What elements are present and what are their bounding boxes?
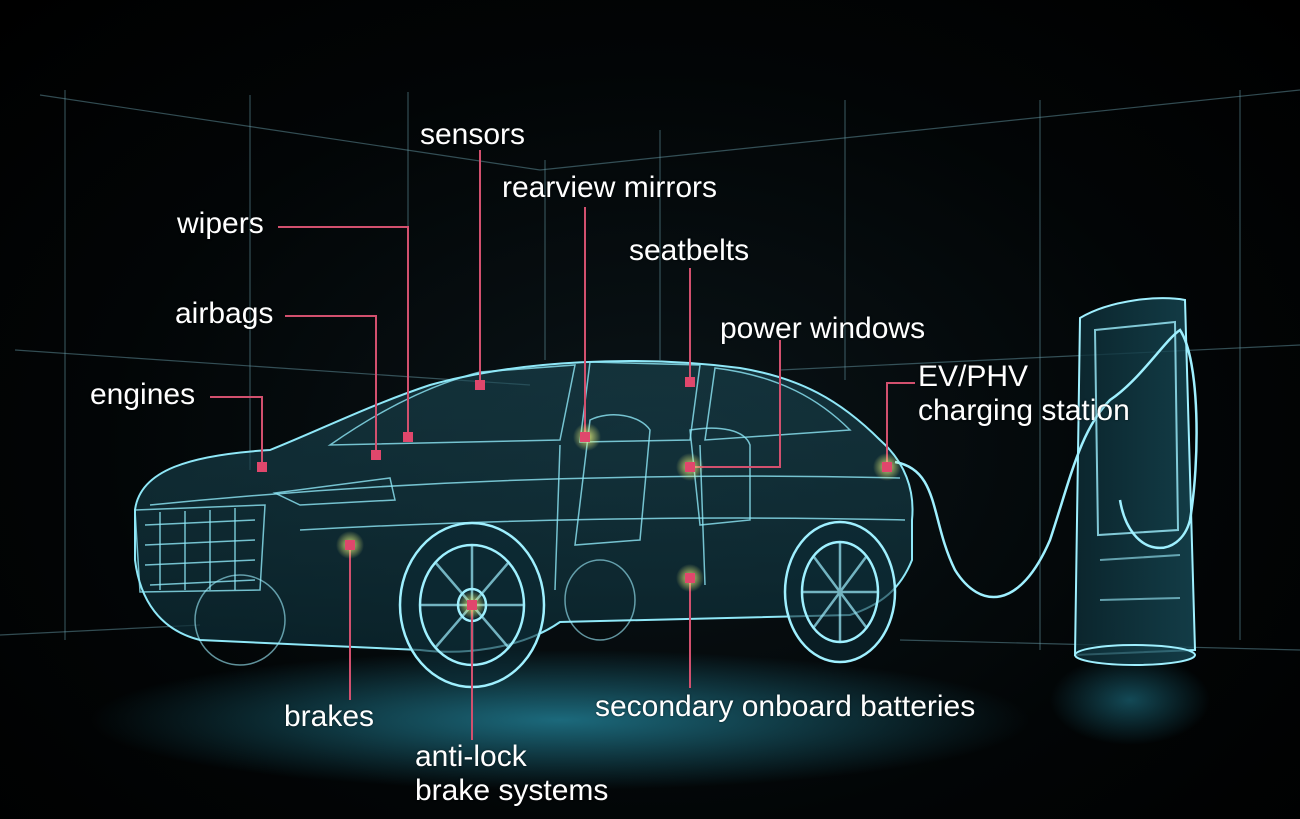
label-brakes: brakes bbox=[284, 700, 375, 733]
label-sensors: sensors bbox=[420, 118, 526, 151]
far-wheels bbox=[194, 559, 636, 666]
label-rearview-mirrors: rearview mirrors bbox=[502, 171, 718, 204]
label-ev-phv-line1: EV/PHV bbox=[918, 360, 1029, 393]
label-secondary-onboard-batteries: secondary onboard batteries bbox=[595, 690, 976, 723]
charging-station bbox=[1073, 297, 1197, 666]
label-abs-line2: brake systems bbox=[415, 774, 609, 807]
label-anti-lock-brake-systems: anti-lock brake systems bbox=[415, 740, 608, 808]
label-power-windows: power windows bbox=[720, 312, 926, 345]
label-abs-line1: anti-lock bbox=[415, 740, 527, 773]
car-details bbox=[134, 361, 906, 593]
label-wipers: wipers bbox=[177, 207, 264, 240]
marker-points bbox=[257, 377, 892, 610]
label-ev-phv-line2: charging station bbox=[918, 394, 1130, 427]
rear-wheel bbox=[783, 520, 897, 664]
label-engines: engines bbox=[90, 378, 196, 411]
label-airbags: airbags bbox=[175, 297, 274, 330]
label-seatbelts: seatbelts bbox=[629, 234, 750, 267]
leader-lines bbox=[210, 150, 915, 740]
marker-glows bbox=[336, 423, 901, 619]
charging-cable bbox=[894, 328, 1198, 599]
label-ev-phv-charging-station: EV/PHV charging station bbox=[918, 360, 1130, 428]
